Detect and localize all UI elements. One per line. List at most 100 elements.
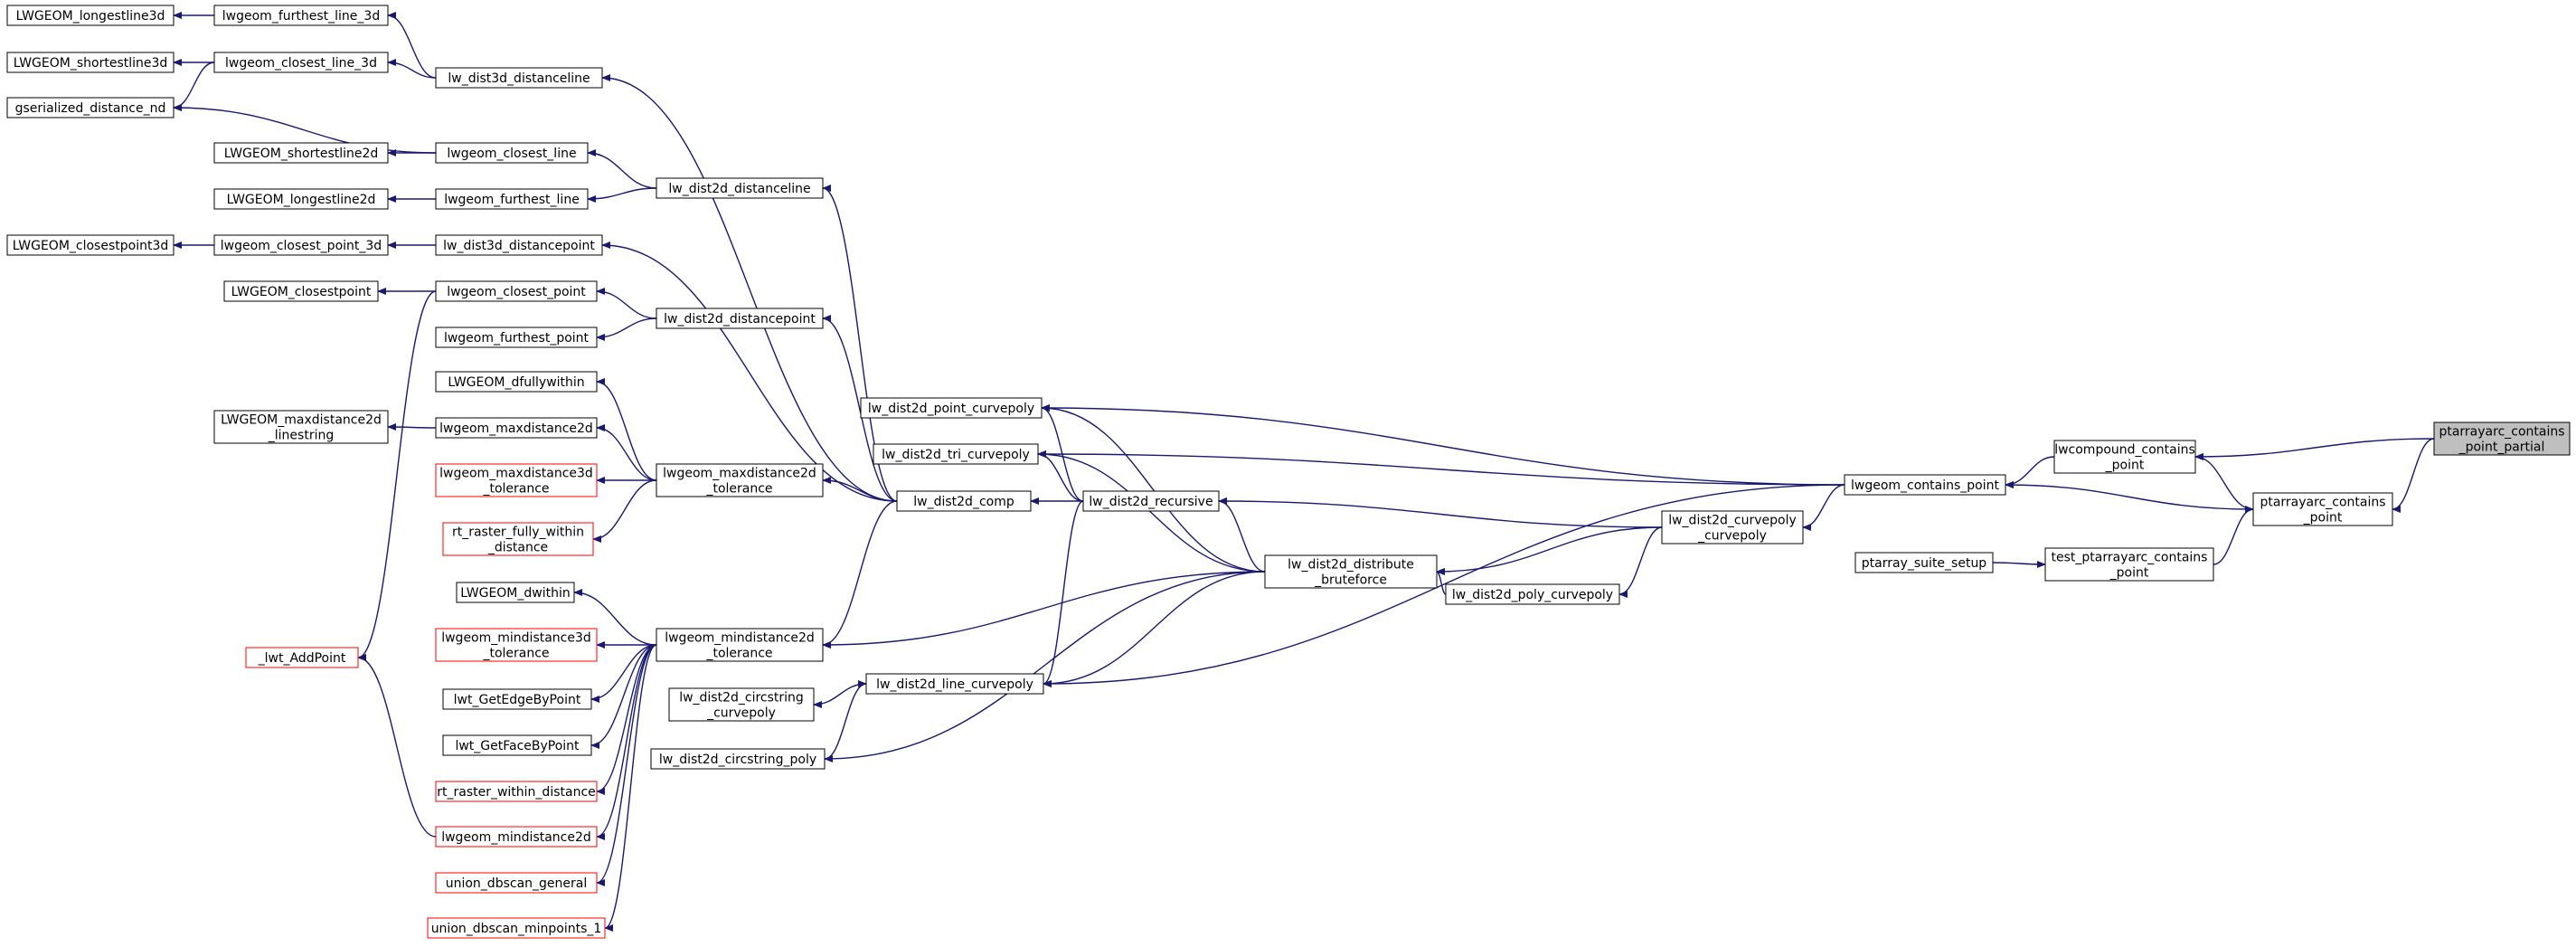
node-box[interactable] xyxy=(442,522,594,556)
node-box[interactable] xyxy=(1844,474,2006,496)
node-box[interactable] xyxy=(668,687,815,722)
node-box[interactable] xyxy=(245,647,359,668)
node-box[interactable] xyxy=(2252,492,2393,526)
graph-node[interactable]: LWGEOM_maxdistance2d_linestring xyxy=(213,410,389,444)
graph-node[interactable]: lwgeom_furthest_line_3d xyxy=(213,5,389,26)
graph-node[interactable]: lw_dist2d_comp xyxy=(896,490,1032,512)
node-box[interactable] xyxy=(6,52,175,73)
node-box[interactable] xyxy=(1854,552,1994,573)
node-box[interactable] xyxy=(1264,554,1438,589)
graph-node[interactable]: lw_dist2d_point_curvepoly xyxy=(860,397,1043,419)
node-box[interactable] xyxy=(456,582,575,603)
graph-node[interactable]: ptarrayarc_contains_point_partial xyxy=(2433,421,2571,456)
node-box[interactable] xyxy=(427,917,606,939)
graph-node[interactable]: ptarrayarc_contains_point xyxy=(2252,492,2393,526)
node-box[interactable] xyxy=(2433,421,2571,456)
graph-node[interactable]: lwgeom_maxdistance2d xyxy=(435,417,598,439)
node-box[interactable] xyxy=(213,52,389,73)
graph-node[interactable]: lwgeom_closest_line xyxy=(435,142,589,164)
node-box[interactable] xyxy=(435,463,598,497)
graph-node[interactable]: lwcompound_contains_point xyxy=(2053,440,2196,474)
node-box[interactable] xyxy=(873,443,1039,465)
graph-node[interactable]: lwgeom_mindistance2d_tolerance xyxy=(656,628,824,662)
node-box[interactable] xyxy=(435,142,589,164)
node-box[interactable] xyxy=(6,5,175,26)
graph-node[interactable]: lwgeom_closest_point_3d xyxy=(213,234,389,256)
node-box[interactable] xyxy=(213,5,389,26)
node-box[interactable] xyxy=(435,826,598,848)
node-box[interactable] xyxy=(435,188,589,210)
node-box[interactable] xyxy=(213,410,389,444)
node-box[interactable] xyxy=(896,490,1032,512)
graph-node[interactable]: ptarray_suite_setup xyxy=(1854,552,1994,573)
graph-node[interactable]: lwgeom_furthest_point xyxy=(435,327,598,348)
graph-node[interactable]: LWGEOM_longestline3d xyxy=(6,5,175,26)
graph-node[interactable]: lwgeom_furthest_line xyxy=(435,188,589,210)
graph-node[interactable]: LWGEOM_shortestline3d xyxy=(6,52,175,73)
node-box[interactable] xyxy=(435,280,598,302)
graph-node[interactable]: lw_dist2d_tri_curvepoly xyxy=(873,443,1039,465)
node-box[interactable] xyxy=(213,142,389,164)
graph-node[interactable]: lw_dist2d_poly_curvepoly xyxy=(1445,583,1620,605)
node-box[interactable] xyxy=(2044,547,2214,582)
node-box[interactable] xyxy=(656,308,824,329)
node-box[interactable] xyxy=(435,234,603,256)
graph-node[interactable]: lw_dist3d_distanceline xyxy=(435,67,603,89)
graph-node[interactable]: union_dbscan_general xyxy=(435,872,598,894)
graph-node[interactable]: lwgeom_mindistance3d_tolerance xyxy=(435,628,598,662)
graph-node[interactable]: lw_dist3d_distancepoint xyxy=(435,234,603,256)
node-box[interactable] xyxy=(435,327,598,348)
graph-node[interactable]: lwgeom_maxdistance2d_tolerance xyxy=(656,463,824,497)
graph-node[interactable]: lw_dist2d_distribute_bruteforce xyxy=(1264,554,1438,589)
graph-node[interactable]: rt_raster_within_distance xyxy=(435,781,598,802)
graph-node[interactable]: union_dbscan_minpoints_1 xyxy=(427,917,606,939)
graph-node[interactable]: lwt_GetEdgeByPoint xyxy=(442,688,592,710)
node-box[interactable] xyxy=(2053,440,2196,474)
node-box[interactable] xyxy=(656,463,824,497)
node-box[interactable] xyxy=(656,628,824,662)
graph-node[interactable]: lw_dist2d_line_curvepoly xyxy=(865,673,1044,695)
graph-node[interactable]: test_ptarrayarc_contains_point xyxy=(2044,547,2214,582)
node-box[interactable] xyxy=(1445,583,1620,605)
node-box[interactable] xyxy=(435,67,603,89)
graph-node[interactable]: lwgeom_contains_point xyxy=(1844,474,2006,496)
node-box[interactable] xyxy=(650,748,826,770)
node-box[interactable] xyxy=(435,781,598,802)
graph-node[interactable]: LWGEOM_shortestline2d xyxy=(213,142,389,164)
graph-node[interactable]: _lwt_AddPoint xyxy=(245,647,359,668)
node-box[interactable] xyxy=(865,673,1044,695)
graph-node[interactable]: lw_dist2d_distancepoint xyxy=(656,308,824,329)
graph-node[interactable]: lw_dist2d_curvepoly_curvepoly xyxy=(1661,510,1804,545)
graph-node[interactable]: LWGEOM_dwithin xyxy=(456,582,575,603)
node-box[interactable] xyxy=(656,177,824,199)
node-box[interactable] xyxy=(442,734,592,756)
graph-node[interactable]: rt_raster_fully_within_distance xyxy=(442,522,594,556)
graph-node[interactable]: lw_dist2d_recursive xyxy=(1082,490,1220,512)
node-box[interactable] xyxy=(435,371,598,393)
node-box[interactable] xyxy=(223,280,379,302)
graph-node[interactable]: lw_dist2d_circstring_poly xyxy=(650,748,826,770)
node-box[interactable] xyxy=(435,628,598,662)
node-box[interactable] xyxy=(435,417,598,439)
node-box[interactable] xyxy=(6,97,175,118)
graph-node[interactable]: lwt_GetFaceByPoint xyxy=(442,734,592,756)
node-box[interactable] xyxy=(442,688,592,710)
graph-node[interactable]: lwgeom_closest_point xyxy=(435,280,598,302)
node-box[interactable] xyxy=(213,188,389,210)
graph-node[interactable]: LWGEOM_dfullywithin xyxy=(435,371,598,393)
node-box[interactable] xyxy=(1082,490,1220,512)
graph-node[interactable]: LWGEOM_closestpoint xyxy=(223,280,379,302)
graph-node[interactable]: lwgeom_closest_line_3d xyxy=(213,52,389,73)
node-box[interactable] xyxy=(860,397,1043,419)
graph-node[interactable]: LWGEOM_closestpoint3d xyxy=(6,234,175,256)
node-box[interactable] xyxy=(1661,510,1804,545)
node-box[interactable] xyxy=(435,872,598,894)
graph-node[interactable]: lwgeom_mindistance2d xyxy=(435,826,598,848)
graph-node[interactable]: lwgeom_maxdistance3d_tolerance xyxy=(435,463,598,497)
node-box[interactable] xyxy=(213,234,389,256)
graph-node[interactable]: gserialized_distance_nd xyxy=(6,97,175,118)
graph-node[interactable]: LWGEOM_longestline2d xyxy=(213,188,389,210)
graph-node[interactable]: lw_dist2d_distanceline xyxy=(656,177,824,199)
graph-node[interactable]: lw_dist2d_circstring_curvepoly xyxy=(668,687,815,722)
node-box[interactable] xyxy=(6,234,175,256)
